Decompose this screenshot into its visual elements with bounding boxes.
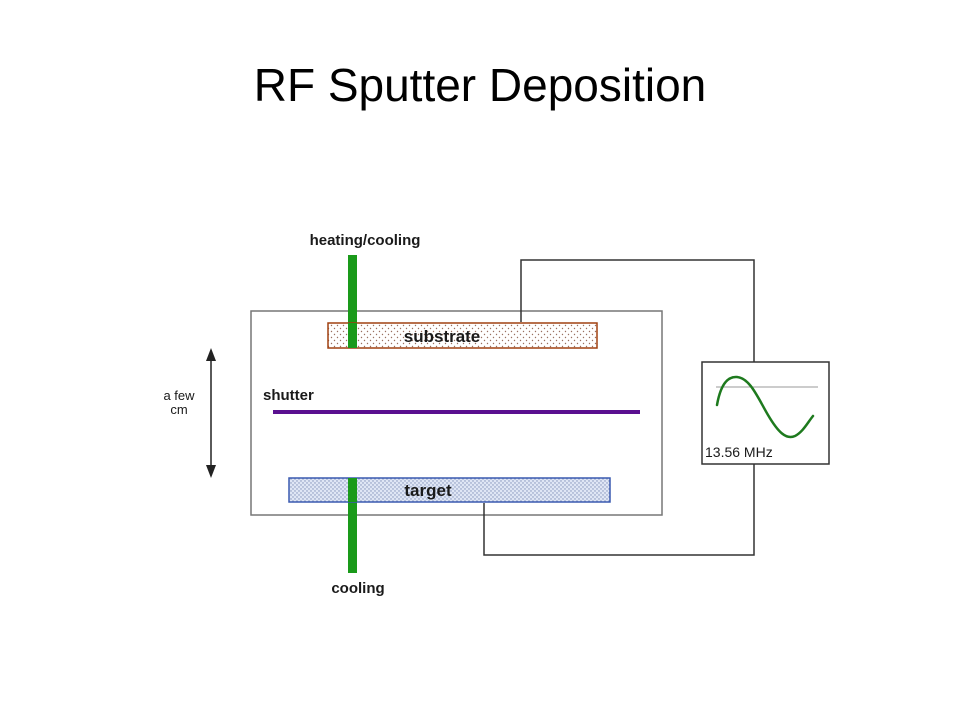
rf-frequency-label: 13.56 MHz bbox=[705, 444, 773, 460]
vacuum-chamber bbox=[250, 310, 663, 516]
cooling-label: cooling bbox=[331, 580, 384, 597]
slide-title: RF Sputter Deposition bbox=[253, 59, 707, 111]
cooling-pipe bbox=[348, 498, 357, 573]
distance-label-line2: cm bbox=[170, 402, 187, 417]
target-pipe-section bbox=[348, 478, 357, 502]
target-label: target bbox=[404, 481, 452, 500]
heating-cooling-pipe bbox=[348, 255, 357, 340]
arrow-up-icon bbox=[206, 348, 216, 361]
heating-cooling-label: heating/cooling bbox=[310, 232, 421, 249]
arrow-down-icon bbox=[206, 465, 216, 478]
target-plate bbox=[288, 477, 611, 503]
rf-wire-top bbox=[520, 259, 755, 362]
distance-label-line1: a few bbox=[163, 388, 195, 403]
rf-sine-wave-icon bbox=[715, 375, 815, 439]
rf-wire-bottom bbox=[483, 464, 755, 556]
substrate-pipe-section bbox=[348, 323, 357, 348]
shutter-label: shutter bbox=[263, 387, 314, 404]
substrate-label: substrate bbox=[404, 327, 481, 346]
substrate-plate bbox=[327, 322, 598, 349]
